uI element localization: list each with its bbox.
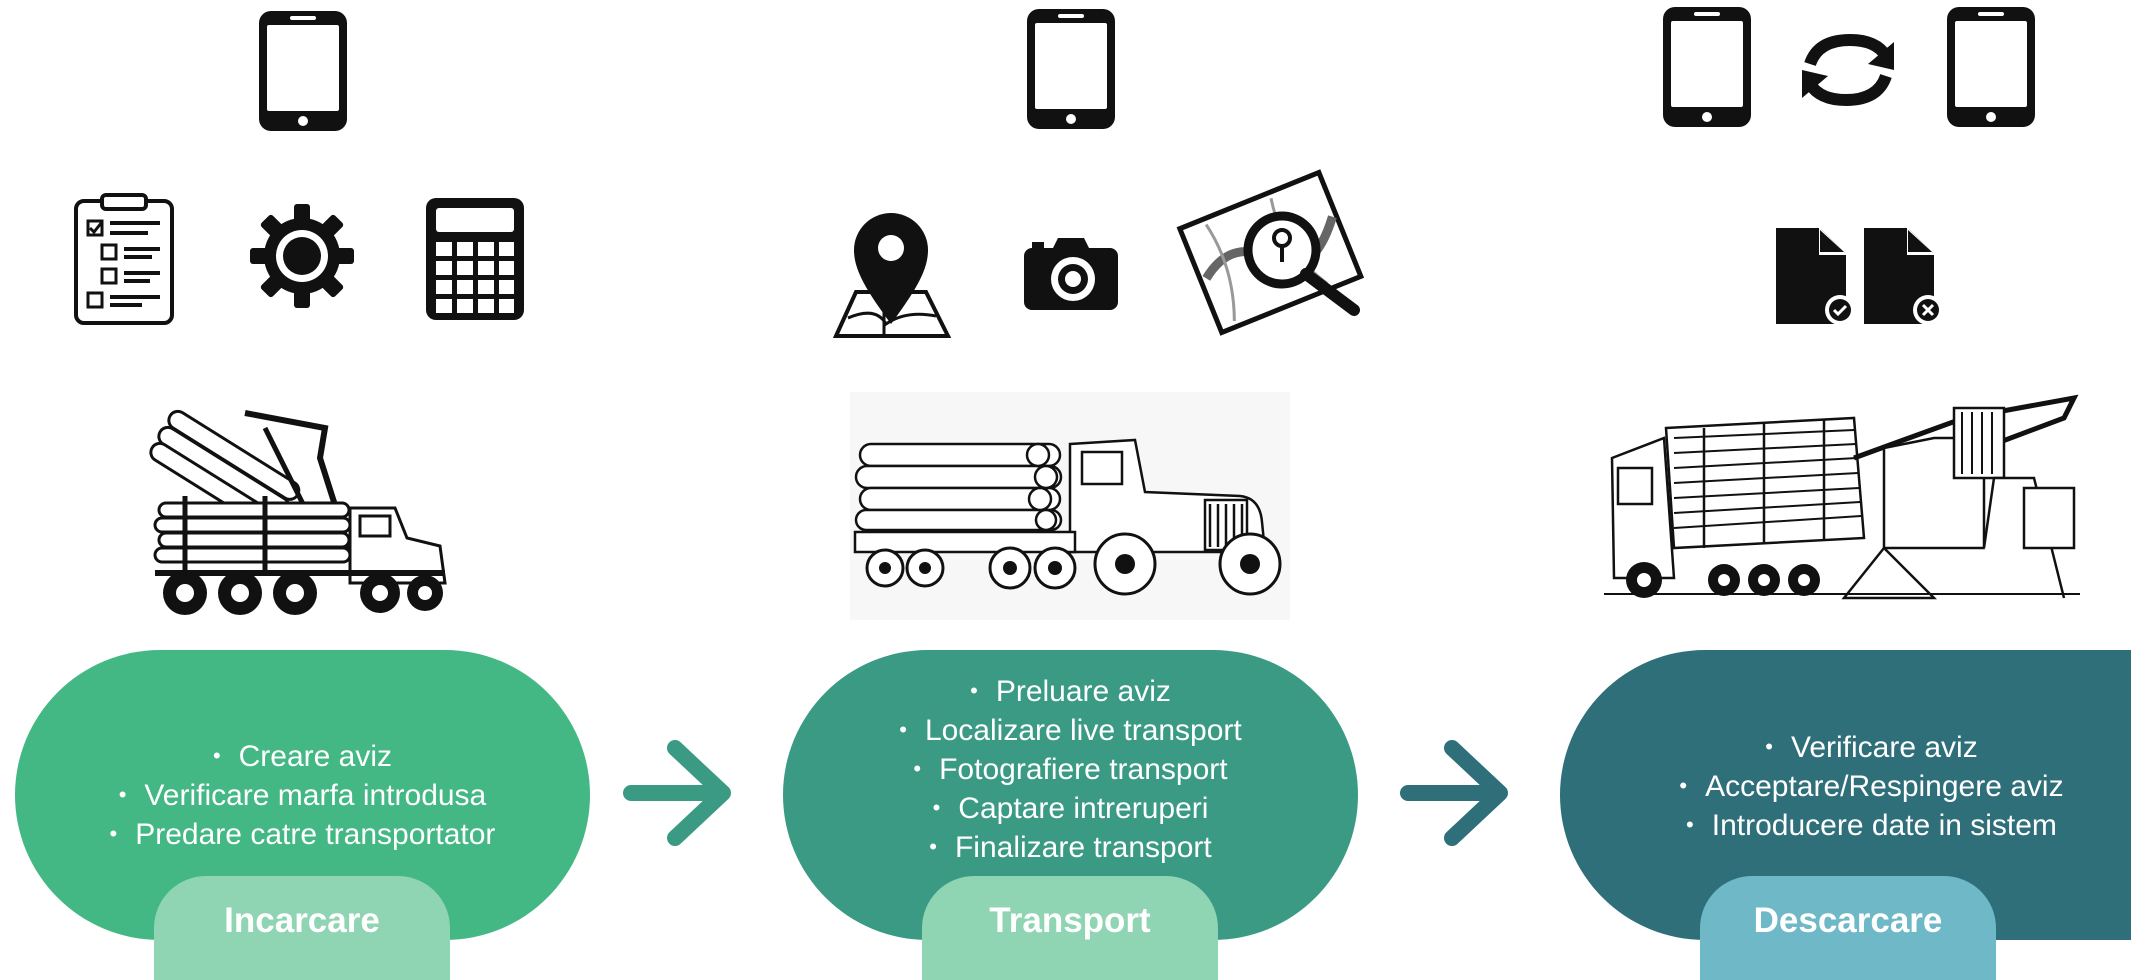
- stage-panel-transport: Preluare aviz Localizare live transport …: [783, 650, 1358, 940]
- list-item: Preluare aviz: [899, 672, 1242, 711]
- camera-icon: [1024, 238, 1118, 310]
- smartphone-icon: [1947, 7, 2035, 127]
- list-item: Verificare aviz: [1679, 728, 2063, 767]
- list-item: Fotografiere transport: [899, 750, 1242, 789]
- arrow-right-icon: [623, 740, 731, 846]
- calculator-icon: [426, 198, 524, 320]
- list-item: Creare aviz: [110, 737, 496, 776]
- unloading-crane-illustration: [1604, 394, 2080, 600]
- list-item: Acceptare/Respingere aviz: [1679, 767, 2064, 806]
- stage-title: Descarcare: [1700, 876, 1996, 980]
- document-accepted-icon: [1776, 228, 1855, 325]
- logging-truck-illustration: [850, 392, 1290, 620]
- document-rejected-icon: [1864, 228, 1943, 325]
- smartphone-icon: [1027, 9, 1115, 129]
- smartphone-icon: [259, 11, 347, 131]
- list-item: Finalizare transport: [899, 828, 1242, 867]
- stage-task-list: Creare aviz Verificare marfa introdusa P…: [110, 737, 496, 854]
- list-item: Verificare marfa introdusa: [110, 776, 496, 815]
- log-loader-truck-illustration: [149, 409, 447, 615]
- arrow-right-icon: [1400, 740, 1508, 846]
- stage-title: Incarcare: [154, 876, 450, 980]
- list-item: Localizare live transport: [899, 711, 1242, 750]
- sync-icon: [1802, 33, 1894, 107]
- list-item: Introducere date in sistem: [1679, 806, 2063, 845]
- checklist-icon: [74, 193, 174, 325]
- list-item: Predare catre transportator: [110, 815, 495, 854]
- gear-icon: [250, 204, 354, 308]
- stage-task-list: Verificare aviz Acceptare/Respingere avi…: [1679, 728, 2064, 845]
- map-search-icon: [1176, 169, 1365, 336]
- list-item: Captare intreruperi: [899, 789, 1242, 828]
- stage-task-list: Preluare aviz Localizare live transport …: [899, 672, 1242, 867]
- stage-title: Transport: [922, 876, 1218, 980]
- map-pin-icon: [832, 213, 952, 338]
- smartphone-icon: [1663, 7, 1751, 127]
